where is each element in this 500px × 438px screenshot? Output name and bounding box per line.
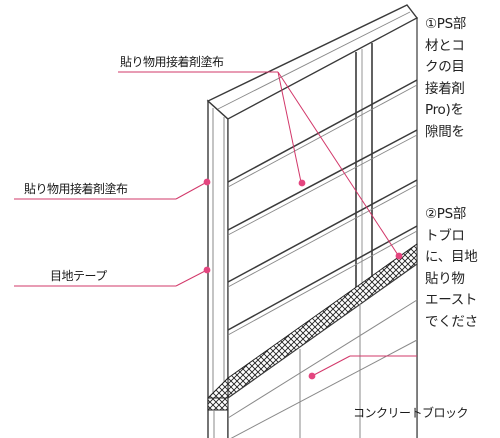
concrete-block [213,262,418,438]
marker-dots [203,178,403,380]
joint-tape-band [207,243,418,411]
note-1: ①PS部 材とコ クの目 接着剤 Pro)を 隙間を [425,16,467,140]
label-joint-tape: 目地テープ [50,269,107,283]
note-2: ②PS部 トブロ に、目地 貼り物 エースト でくださ [425,206,478,330]
label-concrete-block: コンクリートブロック [353,406,469,420]
label-adhesive-top: 貼り物用接着剤塗布 [120,55,224,69]
label-adhesive-left: 貼り物用接着剤塗布 [24,182,128,196]
leader-lines [14,71,417,377]
